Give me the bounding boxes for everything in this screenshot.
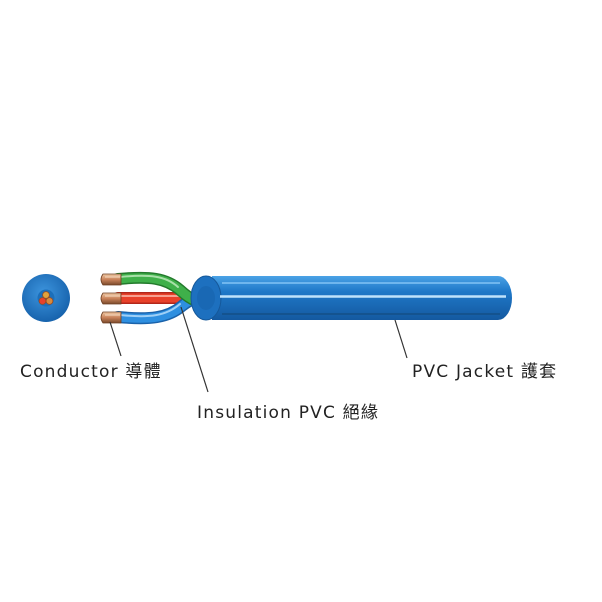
conductor-tip-top <box>100 273 122 286</box>
conductor-tips <box>100 273 122 324</box>
leader-line-jacket <box>394 319 408 359</box>
cross-section-conductor-yellow <box>42 291 50 299</box>
leader-line-insulation <box>180 306 209 393</box>
conductor-tip-middle <box>100 292 122 305</box>
conductor-tip-bottom <box>100 311 122 324</box>
leader-line-conductor <box>109 321 122 357</box>
leader-lines <box>109 306 408 393</box>
insulation-label: Insulation PVC 絕緣 <box>197 403 380 423</box>
cross-section-view <box>22 274 70 322</box>
conductor-label: Conductor 導體 <box>20 362 162 382</box>
cross-section-conductor-orange <box>45 297 54 305</box>
jacket-label: PVC Jacket 護套 <box>412 362 558 382</box>
pvc-jacket <box>190 275 512 321</box>
